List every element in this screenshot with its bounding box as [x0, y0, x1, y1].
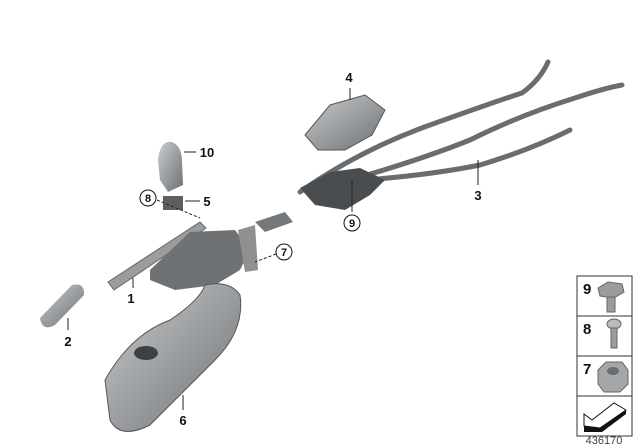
part-2-grip: [40, 284, 85, 328]
callout-5: 5: [203, 194, 210, 209]
part-4-plate: [304, 94, 386, 151]
cable-bracket: [300, 168, 385, 210]
part-1-mechanism: [150, 230, 250, 290]
callout-7: 7: [281, 247, 287, 259]
part-10-cover: [158, 141, 183, 192]
callout-8-circle: [139, 189, 157, 207]
callout-9-circle: [343, 214, 361, 232]
part-1-lever: [107, 221, 207, 291]
legend-9-label: 9: [583, 281, 591, 298]
hardware-legend: [576, 275, 633, 437]
leader-7: [254, 253, 277, 263]
part-5-clip: [163, 196, 183, 210]
part-1-arm: [255, 212, 293, 232]
callout-7-circle: [275, 243, 293, 261]
callout-10: 10: [200, 145, 214, 160]
legend-8-label: 8: [583, 321, 591, 338]
callout-6: 6: [179, 413, 186, 428]
part-6-boot: [104, 283, 242, 432]
hex-flange-bolt-icon: [597, 281, 625, 313]
hex-nut-icon: [597, 361, 629, 393]
diagram-id: 436170: [586, 435, 623, 447]
callout-1: 1: [127, 291, 134, 306]
part-3-cable: [297, 59, 625, 195]
leader-8: [156, 199, 201, 219]
legend-7-label: 7: [583, 361, 591, 378]
callout-3: 3: [474, 188, 481, 203]
part-1-bracket: [238, 225, 258, 272]
part-6-opening: [134, 346, 158, 360]
callout-9: 9: [349, 218, 355, 230]
arrow-icon: [583, 402, 627, 432]
callout-4: 4: [345, 70, 353, 85]
callout-2: 2: [64, 334, 71, 349]
pan-head-screw-icon: [606, 318, 622, 349]
callout-8: 8: [145, 193, 151, 205]
